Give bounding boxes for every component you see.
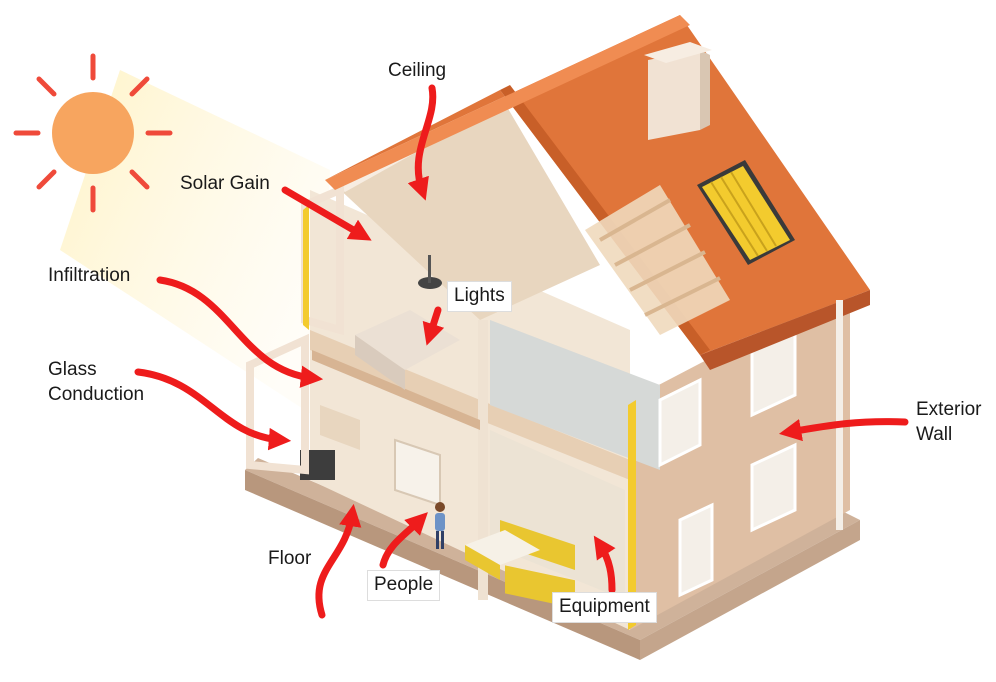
person-icon xyxy=(435,502,445,549)
label-exterior-line1: Exterior xyxy=(916,399,982,420)
kitchen xyxy=(490,430,625,600)
label-glass-line2: Conduction xyxy=(48,383,145,405)
ceiling-arrow xyxy=(407,84,437,201)
bathroom xyxy=(490,320,660,470)
solar-gain-arrow xyxy=(281,186,372,241)
infiltration-arrow xyxy=(156,276,324,388)
equipment-arrow xyxy=(593,535,616,594)
label-solar-gain: Solar Gain xyxy=(180,173,270,194)
roof xyxy=(325,15,870,355)
label-glass-conduction: Glass Conduction xyxy=(48,358,144,407)
solar-panel-icon xyxy=(697,160,795,265)
ground-slab xyxy=(245,458,860,640)
floor-arrow xyxy=(315,503,362,619)
label-infiltration: Infiltration xyxy=(48,265,131,286)
sun-icon xyxy=(13,53,173,213)
label-glass-line1: Glass xyxy=(48,359,97,380)
sunlight-beam xyxy=(60,70,330,420)
chimney-icon xyxy=(644,42,712,140)
label-exterior-line2: Wall xyxy=(916,423,953,445)
people-arrow xyxy=(379,512,428,569)
lights-arrow xyxy=(422,306,445,346)
label-floor: Floor xyxy=(268,548,312,569)
label-people: People xyxy=(367,570,441,601)
label-ceiling: Ceiling xyxy=(388,60,447,81)
glass-conduction-arrow xyxy=(134,368,292,451)
label-exterior-wall: Exterior Wall xyxy=(916,398,981,447)
exterior-wall-arrow xyxy=(778,418,909,442)
label-lights: Lights xyxy=(447,281,512,312)
label-equipment: Equipment xyxy=(552,592,657,623)
